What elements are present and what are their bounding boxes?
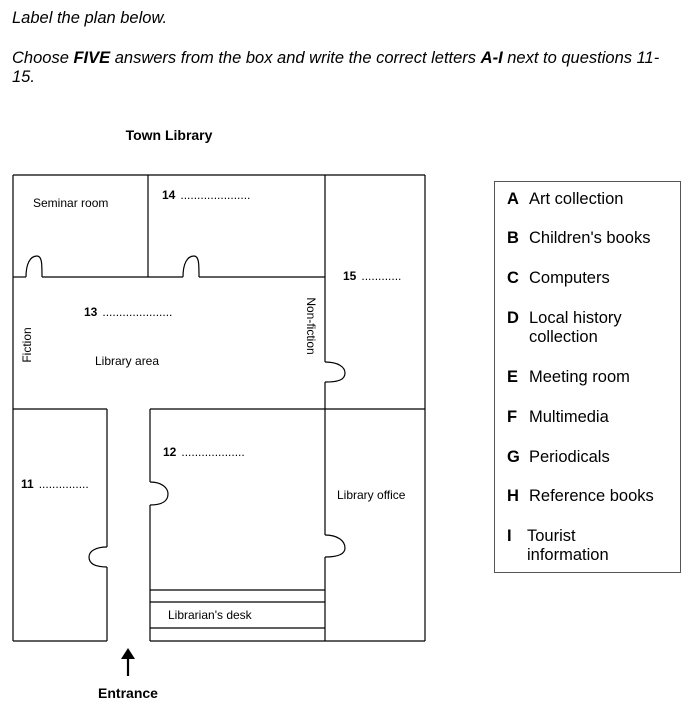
door	[88, 546, 108, 568]
plan-title: Town Library	[126, 127, 213, 143]
door	[149, 481, 169, 506]
option-a: A Art collection	[507, 190, 623, 209]
option-text: Meeting room	[529, 368, 630, 386]
option-letter: H	[507, 487, 519, 505]
door	[324, 534, 346, 558]
option-letter: A	[507, 190, 519, 208]
shelf-fiction: Fiction	[20, 327, 34, 362]
option-d: D Local history collection	[507, 309, 639, 347]
option-c: C Computers	[507, 269, 610, 288]
instruction-bold-five: FIVE	[73, 49, 111, 67]
option-f: F Multimedia	[507, 408, 609, 427]
instruction-text: Choose	[12, 49, 74, 67]
room-librarians-desk: Librarian's desk	[168, 608, 253, 622]
option-text: Computers	[529, 269, 610, 287]
option-letter: B	[507, 229, 519, 247]
door	[324, 361, 346, 383]
option-i: I Tourist information	[507, 527, 627, 565]
option-text: Art collection	[529, 190, 624, 208]
room-seminar: Seminar room	[33, 196, 108, 210]
door	[25, 255, 43, 278]
question-15: 15............	[343, 269, 401, 283]
option-letter: D	[507, 309, 519, 327]
shelf-non-fiction: Non-fiction	[304, 297, 318, 354]
instruction-text: answers from the box and write the corre…	[110, 49, 481, 67]
option-text: Local history collection	[529, 309, 622, 346]
option-e: E Meeting room	[507, 368, 630, 387]
option-text: Periodicals	[529, 448, 610, 466]
option-g: G Periodicals	[507, 448, 610, 467]
instruction-text: Label the plan below.	[12, 9, 168, 27]
entrance-label: Entrance	[98, 685, 158, 701]
question-13: 13.....................	[84, 305, 172, 319]
option-letter: C	[507, 269, 519, 287]
instruction-bold-letters: A-I	[480, 49, 503, 67]
question-14: 14.....................	[162, 188, 250, 202]
option-text: Multimedia	[529, 408, 609, 426]
option-text: Tourist information	[527, 527, 609, 564]
room-library-office: Library office	[337, 488, 406, 502]
answer-options-box: A Art collection B Children's books C Compu…	[494, 181, 681, 573]
instruction-text: next to questions 11-15.	[12, 49, 660, 86]
option-letter: I	[507, 527, 512, 545]
door	[182, 255, 200, 278]
option-text: Reference books	[529, 487, 654, 505]
instruction-choose: Choose FIVE answers from the box and wri…	[12, 49, 677, 87]
option-text: Children's books	[529, 229, 651, 247]
question-11: 11...............	[21, 477, 89, 491]
option-letter: G	[507, 448, 520, 466]
room-library-area: Library area	[95, 354, 159, 368]
option-h: H Reference books	[507, 487, 654, 506]
option-b: B Children's books	[507, 229, 650, 248]
entrance-arrow-icon	[121, 648, 135, 676]
instruction-label-plan: Label the plan below.	[12, 9, 167, 28]
option-letter: E	[507, 368, 519, 386]
option-letter: F	[507, 408, 518, 426]
question-12: 12...................	[163, 445, 245, 459]
